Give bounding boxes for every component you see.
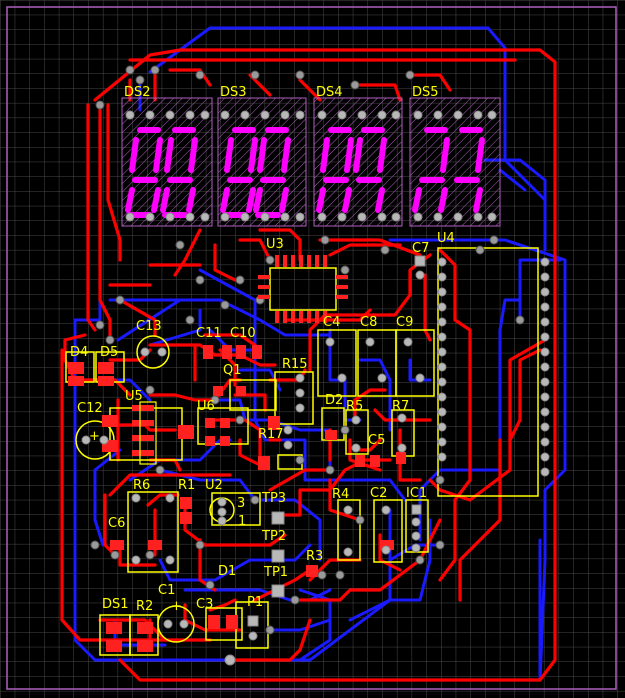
label-u3: U3 [266,237,284,252]
label-c13: C13 [136,319,162,334]
seven-segment-digits [412,127,485,213]
label-u2: U2 [205,478,223,493]
label-tp2: TP2 [261,529,286,544]
label-c1: C1 [158,583,175,598]
label-u5: U5 [125,389,143,404]
label-c1-plus: + [171,599,182,614]
board-outline [6,6,617,690]
ic-pins [132,405,154,456]
label-d1: D1 [218,564,236,579]
label-r4: R4 [332,487,349,502]
smd-pads [68,345,406,652]
label-r7: R7 [392,399,409,414]
vias [90,65,525,635]
label-c8: C8 [360,315,377,330]
label-u6: U6 [197,399,215,414]
label-c11: C11 [196,326,222,341]
label-u2-pin3: 3 [237,496,245,511]
label-q1: Q1 [223,363,242,378]
label-r17: R17 [258,427,284,442]
display-ds5[interactable] [409,97,501,227]
label-c7: C7 [412,241,429,256]
label-c10: C10 [230,326,256,341]
label-c4: C4 [323,315,340,330]
display-ds2[interactable] [121,97,213,227]
ic-pins [258,255,348,323]
silkscreen-labels: DS2 DS3 DS4 DS5 U3 U4 C7 C4 C8 C9 C13 C1… [70,85,455,614]
label-c2: C2 [370,486,387,501]
label-d5: D5 [100,345,118,360]
label-u4: U4 [437,231,455,246]
display-ds4[interactable] [313,97,403,227]
seven-segment-digits [316,127,387,213]
label-c12: C12 [77,401,103,416]
label-d4: D4 [70,345,88,360]
display-ds3[interactable] [217,97,307,227]
label-ds3: DS3 [220,85,247,100]
label-c3: C3 [196,597,213,612]
label-ds1: DS1 [102,597,129,612]
label-ds4: DS4 [316,85,343,100]
label-tp1: TP1 [263,565,288,580]
label-c6: C6 [108,516,125,531]
seven-segment-digits [125,127,198,218]
ic-u3[interactable] [258,255,348,323]
label-r3: R3 [306,549,323,564]
label-d2: D2 [325,393,343,408]
label-c5: C5 [368,433,385,448]
label-r5: R5 [346,399,363,414]
label-r1: R1 [178,478,195,493]
label-r2: R2 [136,599,153,614]
through-hole-pads [81,110,550,666]
ic-body [139,401,157,465]
label-c12-plus: + [89,429,100,444]
display-body [409,97,501,227]
ic-u5[interactable] [132,401,157,465]
label-r15: R15 [282,357,308,372]
label-ds5: DS5 [412,85,439,100]
label-u2-pin1: 1 [238,514,246,529]
seven-segment-digits [220,127,291,218]
label-tp3: TP3 [261,491,286,506]
label-c9: C9 [396,315,413,330]
label-r6: R6 [133,478,150,493]
label-ic1: IC1 [406,486,427,501]
label-p1: P1 [247,595,263,610]
label-ds2: DS2 [124,85,151,100]
